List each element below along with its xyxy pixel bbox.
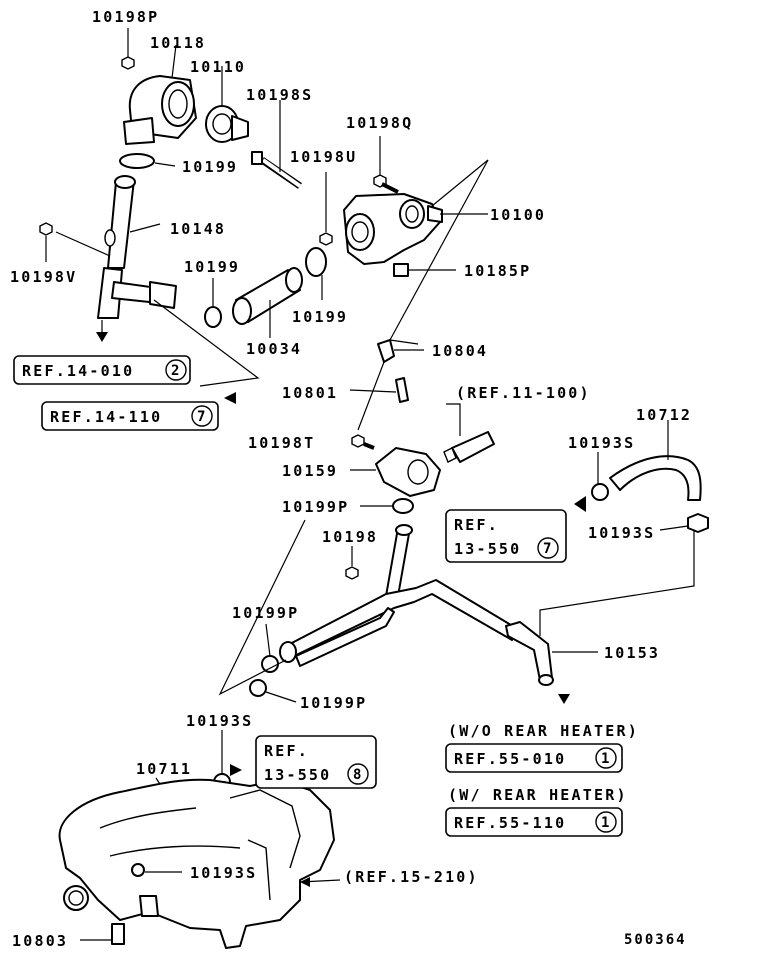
o-ring-10199P-a xyxy=(392,498,414,514)
label-10199-left: 10199 xyxy=(184,258,240,276)
ref-text-14-010: REF.14-010 xyxy=(22,362,134,380)
note-wo-rear-heater: (W/O REAR HEATER) xyxy=(448,722,639,740)
ref-box-55-110[interactable]: REF.55-110 1 xyxy=(445,807,623,837)
bolt-10198Q xyxy=(373,136,399,194)
plug-10185P xyxy=(393,263,456,277)
sensor-10804 xyxy=(357,339,424,431)
ref-box-13-550-a[interactable]: REF. 13-550 7 xyxy=(445,509,567,563)
label-10198: 10198 xyxy=(322,528,378,546)
arrow-to-ref13-550-a xyxy=(574,496,586,512)
ref-box-13-550-b[interactable]: REF. 13-550 8 xyxy=(255,735,377,789)
ref-num-13-550-a: 7 xyxy=(543,541,553,557)
bolt-10198V xyxy=(39,222,111,262)
ref-line1-13-550-b: REF. xyxy=(264,742,309,760)
ref-text-55-110: REF.55-110 xyxy=(454,814,566,832)
ref-text-55-010: REF.55-010 xyxy=(454,750,566,768)
o-ring-10199-right xyxy=(305,247,327,277)
label-10159: 10159 xyxy=(282,462,338,480)
label-10199-right: 10199 xyxy=(292,308,348,326)
label-10193S-b: 10193S xyxy=(588,524,655,542)
label-10110: 10110 xyxy=(190,58,246,76)
label-10100: 10100 xyxy=(490,206,546,224)
label-10198S: 10198S xyxy=(246,86,313,104)
label-10185P: 10185P xyxy=(464,262,531,280)
hose-10034 xyxy=(232,267,303,338)
label-10198P: 10198P xyxy=(92,8,159,26)
label-10803: 10803 xyxy=(12,932,68,950)
ref-box-14-110[interactable]: REF.14-110 7 xyxy=(41,401,219,431)
label-10193S-c: 10193S xyxy=(186,712,253,730)
ref-num-13-550-b: 8 xyxy=(353,767,363,783)
arrow-to-ref14-110 xyxy=(224,392,236,404)
leader-10148-ref xyxy=(153,299,260,387)
bolt-10198T xyxy=(351,434,375,450)
arrow-to-ref13-550-b xyxy=(230,764,242,776)
ref-num-14-110: 7 xyxy=(197,409,207,425)
ref-num-55-010: 1 xyxy=(601,751,611,767)
label-10193S-a: 10193S xyxy=(568,434,635,452)
label-10199P-b: 10199P xyxy=(232,604,299,622)
note-w-rear-heater: (W/ REAR HEATER) xyxy=(448,786,628,804)
label-10148: 10148 xyxy=(170,220,226,238)
label-10198U: 10198U xyxy=(290,148,357,166)
thermostat-10110 xyxy=(205,66,249,143)
o-ring-10199-top xyxy=(119,153,155,169)
label-10118: 10118 xyxy=(150,34,206,52)
label-10198T: 10198T xyxy=(248,434,315,452)
label-10198Q: 10198Q xyxy=(346,114,413,132)
ref-box-55-010[interactable]: REF.55-010 1 xyxy=(445,743,623,773)
ref-num-14-010: 2 xyxy=(171,363,181,379)
label-10199P-c: 10199P xyxy=(300,694,367,712)
o-ring-10199-left xyxy=(204,306,222,328)
ref-text-14-110: REF.14-110 xyxy=(50,408,162,426)
fitting-10159 xyxy=(350,447,441,497)
clamp-10193S-b xyxy=(687,513,709,533)
label-10034: 10034 xyxy=(246,340,302,358)
label-10198V: 10198V xyxy=(10,268,77,286)
o-ring-10199P-b xyxy=(261,655,279,673)
housing-10100 xyxy=(343,159,489,341)
o-ring-10199P-c xyxy=(249,679,267,697)
note-ref-11-100: (REF.11-100) xyxy=(456,384,591,402)
pipe-10153 xyxy=(279,524,695,686)
label-10193S-d: 10193S xyxy=(190,864,257,882)
clamp-10193S-a xyxy=(591,483,609,501)
label-10801: 10801 xyxy=(282,384,338,402)
label-10712: 10712 xyxy=(636,406,692,424)
water-outlet-elbow-10118 xyxy=(123,44,197,145)
label-10153: 10153 xyxy=(604,644,660,662)
ref-box-14-010[interactable]: REF.14-010 2 xyxy=(13,355,191,385)
diagram-id: 500364 xyxy=(624,932,687,948)
sensor-10803 xyxy=(80,923,125,945)
ref-line2-13-550-a: 13-550 xyxy=(454,540,521,558)
bolt-10198P xyxy=(121,28,135,70)
long-bolt-10198S xyxy=(251,100,302,189)
label-10804: 10804 xyxy=(432,342,488,360)
label-10199P-a: 10199P xyxy=(282,498,349,516)
label-10711: 10711 xyxy=(136,760,192,778)
arrow-to-rear-heater xyxy=(558,694,570,704)
label-10199-top: 10199 xyxy=(182,158,238,176)
hose-10712 xyxy=(609,420,702,501)
bolt-10198U xyxy=(319,172,333,246)
note-ref-15-210: (REF.15-210) xyxy=(344,868,479,886)
ref-num-55-110: 1 xyxy=(601,815,611,831)
arrow-to-ref14-010 xyxy=(96,332,108,342)
bolt-10198 xyxy=(345,546,359,580)
ref-line2-13-550-b: 13-550 xyxy=(264,766,331,784)
ref-line1-13-550-a: REF. xyxy=(454,516,499,534)
water-pipe-10148 xyxy=(97,175,177,319)
sealant-tube xyxy=(443,403,495,463)
engine-block xyxy=(58,778,341,949)
sensor-10801 xyxy=(349,377,409,403)
